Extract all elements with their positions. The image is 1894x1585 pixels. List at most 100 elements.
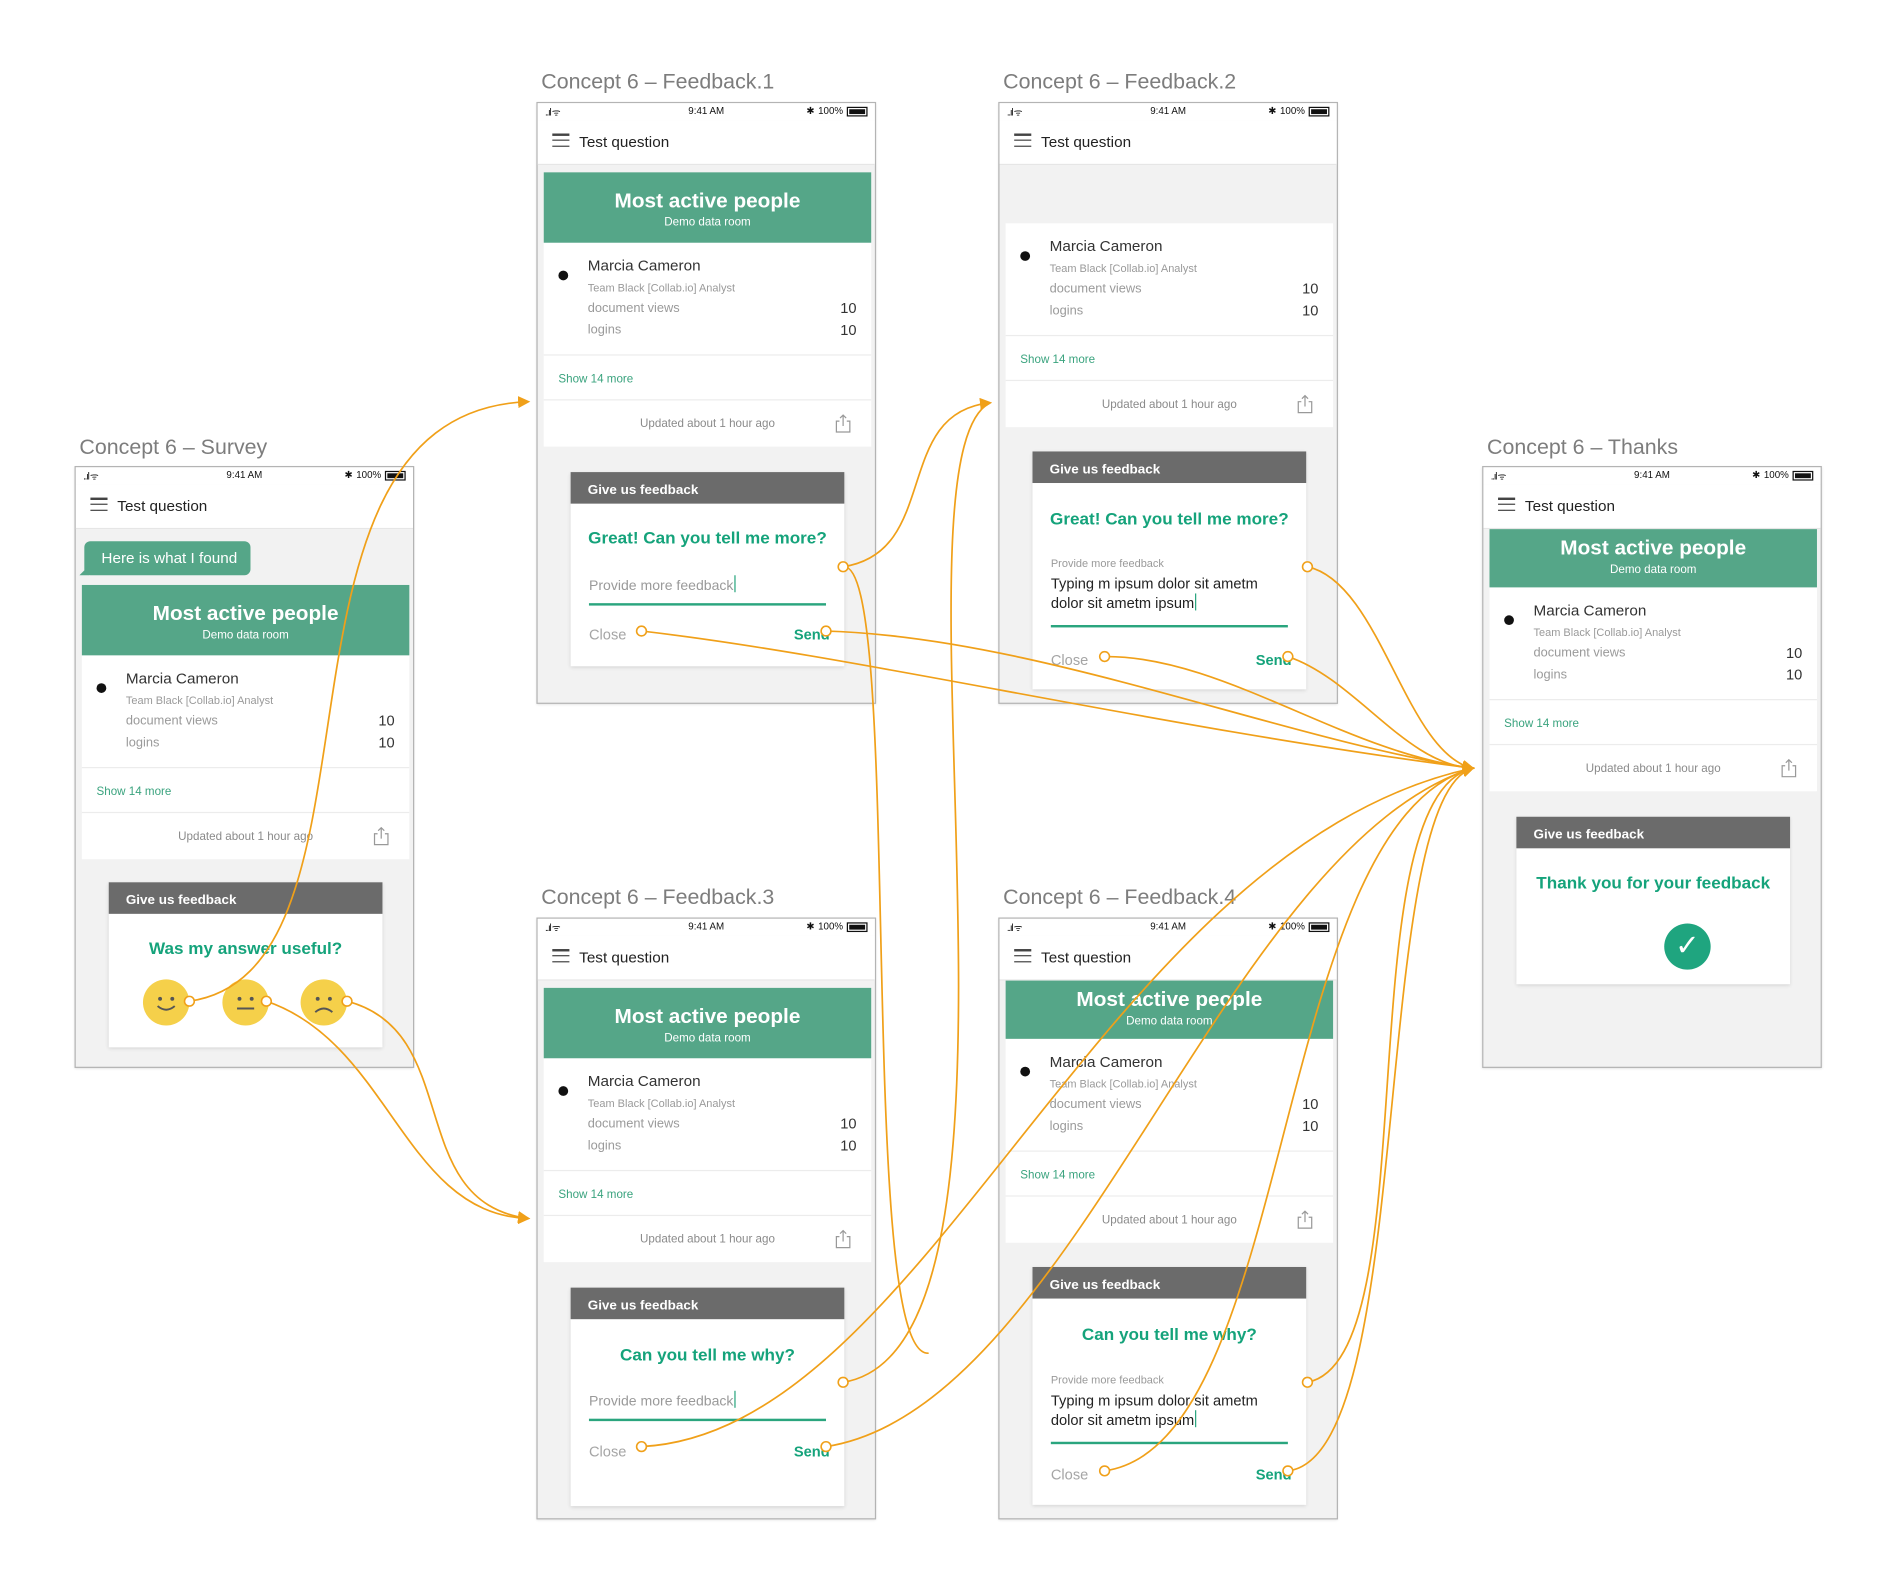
send-button[interactable]: Send [793, 1442, 830, 1460]
battery-icon [1308, 106, 1330, 116]
show-more-link[interactable]: Show 14 more [1020, 1168, 1096, 1183]
updated-text: Updated about 1 hour ago [640, 1233, 775, 1247]
battery-percent: 100% [1279, 921, 1305, 933]
nav-bar: Test question [999, 120, 1337, 166]
screen-title-feedback-4: Concept 6 – Feedback.4 [1003, 884, 1237, 909]
share-icon[interactable] [1780, 758, 1797, 778]
menu-icon[interactable] [552, 949, 570, 963]
updated-text: Updated about 1 hour ago [1585, 762, 1721, 776]
nav-bar: Test question [75, 484, 414, 530]
card-title: Most active people [614, 1004, 801, 1028]
person-row[interactable]: Marcia Cameron Team Black [Collab.io] An… [81, 655, 410, 769]
menu-icon[interactable] [1014, 133, 1032, 147]
card-title: Most active people [1076, 987, 1263, 1011]
feedback-panel: Give us feedback Can you tell me why? Pr… [1032, 1266, 1307, 1505]
bullet-icon [1020, 251, 1031, 261]
metric-value-views: 10 [1302, 280, 1319, 298]
updated-row: Updated about 1 hour ago [1006, 381, 1333, 427]
metric-value-views: 10 [840, 1115, 857, 1133]
battery-indicator: ✱100% [1268, 921, 1330, 933]
feedback-panel: Give us feedback Thank you for your feed… [1516, 816, 1791, 985]
person-name: Marcia Cameron [587, 257, 701, 275]
battery-percent: 100% [1763, 469, 1789, 481]
smiley-sad-icon[interactable] [300, 979, 348, 1026]
send-button[interactable]: Send [1255, 1466, 1292, 1484]
menu-icon[interactable] [90, 497, 108, 512]
feedback-panel: Give us feedback Great! Can you tell me … [1032, 451, 1307, 690]
battery-percent: 100% [356, 469, 382, 481]
menu-icon[interactable] [1014, 949, 1032, 963]
metric-value-logins: 10 [1785, 666, 1803, 684]
metric-label-logins: logins [587, 1138, 622, 1153]
person-name: Marcia Cameron [587, 1072, 701, 1090]
person-row[interactable]: Marcia Cameron Team Black [Collab.io] An… [1489, 587, 1817, 701]
show-more: Show 14 more [81, 768, 410, 814]
card-header: Most active people Demo data room [81, 584, 410, 656]
feedback-input[interactable]: Provide more feedback [588, 1390, 827, 1422]
metric-label-logins: logins [125, 735, 160, 751]
card-subtitle: Demo data room [664, 216, 751, 230]
updated-text: Updated about 1 hour ago [178, 830, 314, 844]
show-more: Show 14 more [1005, 1152, 1334, 1197]
metric-value-views: 10 [840, 299, 857, 317]
signal-icon: ..ıl ᯤ [83, 470, 99, 482]
status-bar: ..ıl ᯤ 9:41 AM ✱100% [537, 918, 875, 936]
metric-label-views: document views [587, 1116, 680, 1132]
battery-icon [384, 470, 406, 480]
feedback-question: Can you tell me why? [1081, 1324, 1257, 1344]
feedback-input[interactable]: Provide more feedback [588, 574, 827, 606]
signal-icon: ..ıl ᯤ [544, 106, 561, 118]
battery-icon [1792, 470, 1814, 480]
people-card: Most active people Demo data room Marcia… [81, 584, 410, 860]
thanks-message: Thank you for your feedback [1536, 872, 1771, 892]
close-button[interactable]: Close [588, 626, 627, 644]
send-button[interactable]: Send [793, 626, 830, 644]
person-name: Marcia Cameron [1533, 601, 1647, 619]
share-icon[interactable] [835, 1229, 852, 1249]
person-row[interactable]: Marcia Cameron Team Black [Collab.io] An… [1005, 1039, 1334, 1152]
card-subtitle: Demo data room [202, 628, 289, 642]
updated-row: Updated about 1 hour ago [1489, 745, 1816, 791]
feedback-input[interactable]: Provide more feedback Typing m ipsum dol… [1050, 557, 1288, 628]
smiley-happy-icon[interactable] [142, 979, 190, 1026]
nav-title: Test question [117, 497, 208, 515]
show-more-link[interactable]: Show 14 more [558, 372, 634, 386]
show-more-link[interactable]: Show 14 more [96, 785, 172, 799]
send-button[interactable]: Send [1255, 651, 1292, 669]
card-title: Most active people [1560, 536, 1747, 560]
screen-title-thanks: Concept 6 – Thanks [1487, 434, 1679, 459]
show-more-link[interactable]: Show 14 more [1504, 717, 1580, 731]
feedback-header: Give us feedback [1032, 1266, 1307, 1299]
metric-value-logins: 10 [378, 734, 395, 752]
metric-label-views: document views [1533, 645, 1626, 661]
person-role: Team Black [Collab.io] Analyst [587, 281, 736, 294]
show-more-link[interactable]: Show 14 more [1020, 353, 1096, 367]
close-button[interactable]: Close [1050, 651, 1089, 669]
metric-value-logins: 10 [1302, 1117, 1319, 1135]
bluetooth-icon: ✱ [806, 921, 815, 933]
text-caret [1195, 593, 1197, 611]
updated-row: Updated about 1 hour ago [82, 813, 409, 859]
share-icon[interactable] [1296, 1210, 1313, 1229]
show-more-link[interactable]: Show 14 more [558, 1188, 634, 1202]
close-button[interactable]: Close [588, 1442, 627, 1460]
share-icon[interactable] [835, 414, 852, 433]
card-title: Most active people [152, 601, 339, 626]
menu-icon[interactable] [1498, 497, 1516, 512]
metric-label-logins: logins [1533, 667, 1568, 683]
person-row[interactable]: Marcia Cameron Team Black [Collab.io] An… [543, 243, 872, 356]
updated-text: Updated about 1 hour ago [1101, 398, 1237, 412]
feedback-input[interactable]: Provide more feedback Typing m ipsum dol… [1050, 1374, 1288, 1445]
people-card: Most active people Demo data room Marcia… [543, 172, 872, 447]
status-time: 9:41 AM [1634, 469, 1670, 481]
person-row[interactable]: Marcia Cameron Team Black [Collab.io] An… [1005, 223, 1334, 337]
share-icon[interactable] [1296, 394, 1313, 414]
person-row[interactable]: Marcia Cameron Team Black [Collab.io] An… [543, 1058, 872, 1172]
smiley-neutral-icon[interactable] [222, 979, 269, 1026]
share-icon[interactable] [373, 826, 390, 846]
close-button[interactable]: Close [1050, 1466, 1089, 1484]
battery-indicator: ✱100% [806, 921, 868, 933]
menu-icon[interactable] [552, 133, 570, 147]
